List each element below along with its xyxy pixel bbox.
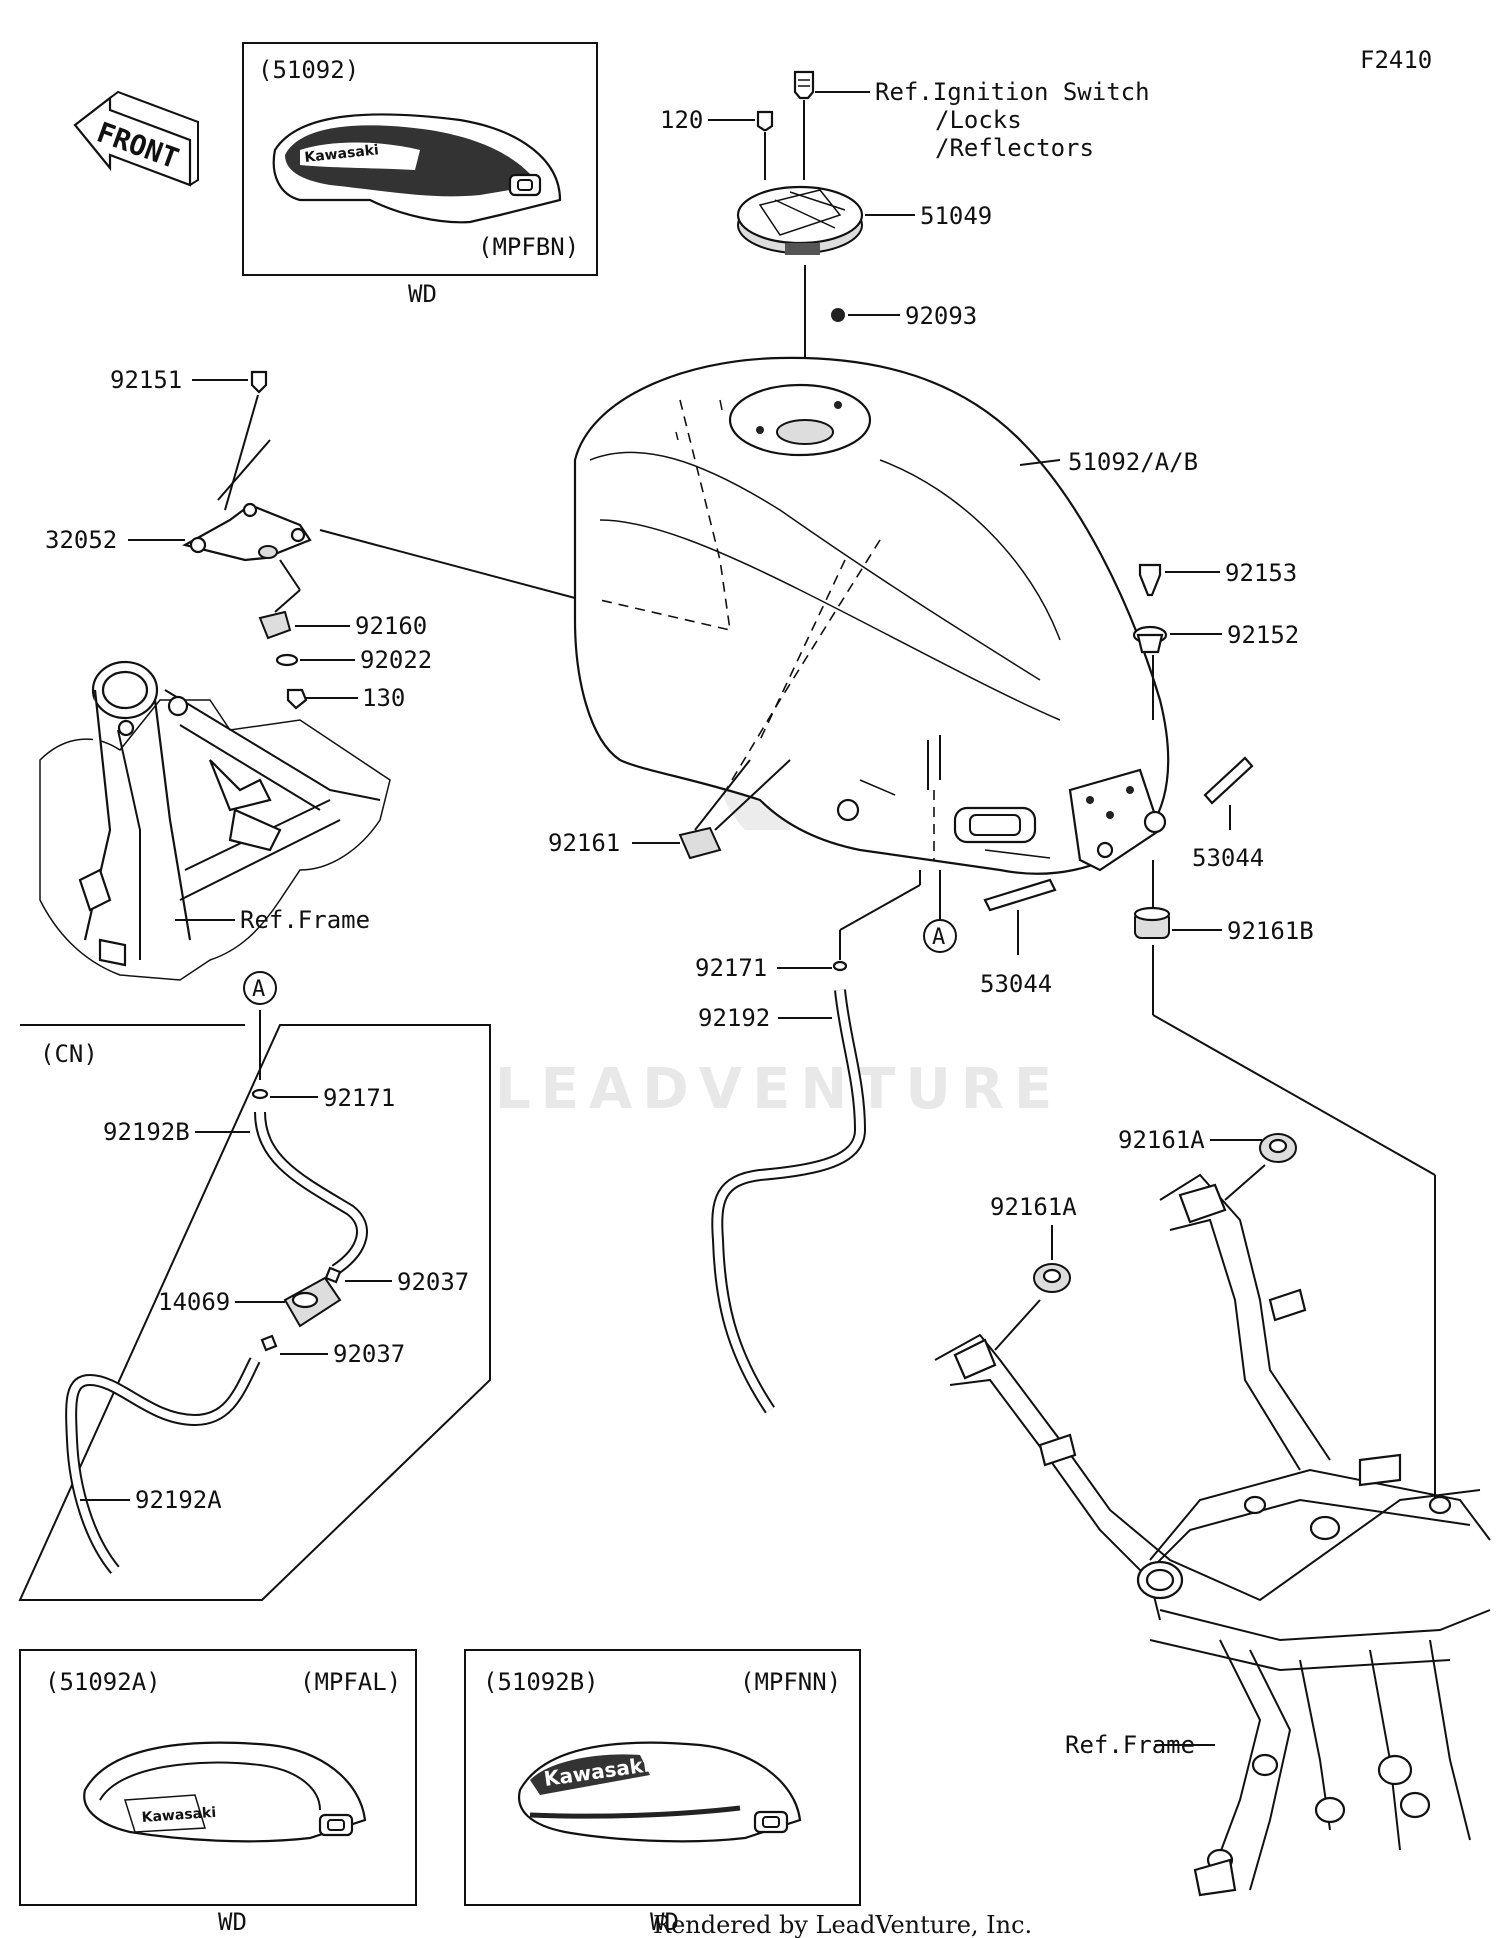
- inset-tank-51092b: (51092B) (MPFNN) WD Kawasaki: [464, 1649, 861, 1936]
- callout-51049: 51049: [920, 202, 992, 230]
- callout-53044-lower: 53044: [980, 970, 1052, 998]
- rod-53044-right: [1203, 756, 1254, 805]
- bracket-32052-group: 92151 32052 92160 92022 130: [45, 366, 576, 712]
- watermark-text: LEADVENTURE: [495, 1057, 1062, 1122]
- rod-53044-lower: [983, 878, 1057, 912]
- inset-cn-callout-92192b: 92192B: [103, 1118, 190, 1146]
- inset-51092b-code: (51092B): [483, 1668, 599, 1696]
- bolt-icon: [250, 370, 268, 394]
- callout-51092-a-b: 51092/A/B: [1068, 448, 1198, 476]
- inset-51092a-code: (51092A): [45, 1668, 161, 1696]
- callout-92171: 92171: [695, 954, 767, 982]
- callout-92151: 92151: [110, 366, 182, 394]
- callout-130: 130: [362, 684, 405, 712]
- inset-cn-callout-92192a: 92192A: [135, 1486, 222, 1514]
- inset-51092a-color: WD: [218, 1908, 247, 1936]
- callout-120: 120: [660, 106, 703, 134]
- callout-92161: 92161: [548, 829, 620, 857]
- inset-cn-breather: A (CN) 92171 92192B 92037 14069 92037 92…: [18, 971, 491, 1601]
- callout-92161a-upper: 92161A: [1118, 1126, 1205, 1154]
- inset-51092b-variant: (MPFNN): [740, 1668, 841, 1696]
- inset-tank-51092: (51092) (MPFBN) WD Kawasaki: [242, 42, 598, 308]
- inset-cn-callout-92037-lower: 92037: [333, 1340, 405, 1368]
- inset-tank-51092a: (51092A) (MPFAL) WD Kawasaki: [19, 1649, 417, 1936]
- callout-92160: 92160: [355, 612, 427, 640]
- inset-51092a-brand: Kawasaki: [141, 1805, 217, 1826]
- rear-mount-parts: 92153 92152 53044 53044 92161B 92161 A: [548, 559, 1436, 1500]
- inset-cn-callout-92037-upper: 92037: [397, 1268, 469, 1296]
- fuel-tank-51092: 51092/A/B: [573, 356, 1198, 875]
- inset-51092-color: WD: [408, 280, 437, 308]
- callout-32052: 32052: [45, 526, 117, 554]
- callout-ignition-3: /Reflectors: [935, 134, 1094, 162]
- callout-92093: 92093: [905, 302, 977, 330]
- inset-51092-code: (51092): [258, 56, 359, 84]
- front-arrow-icon: FRONT: [73, 90, 199, 187]
- callout-ignition-2: /Locks: [935, 106, 1022, 134]
- main-frame-right: 92161A 92161A: [934, 1126, 1491, 1897]
- inset-51092a-variant: (MPFAL): [300, 1668, 401, 1696]
- inset-cn-callout-14069: 14069: [158, 1288, 230, 1316]
- callout-92161a-lower: 92161A: [990, 1193, 1077, 1221]
- callout-92192: 92192: [698, 1004, 770, 1032]
- callout-92161b: 92161B: [1227, 917, 1314, 945]
- callout-ref-frame-left: Ref.Frame: [240, 906, 370, 934]
- callout-92022: 92022: [360, 646, 432, 674]
- inset-51092-brand: Kawasaki: [304, 142, 380, 166]
- callout-92152: 92152: [1227, 621, 1299, 649]
- frame-head-left: Ref.Frame: [39, 660, 391, 981]
- callout-53044-right: 53044: [1192, 844, 1264, 872]
- inset-cn-region: (CN): [40, 1040, 98, 1068]
- inset-51092-variant: (MPFBN): [478, 233, 579, 261]
- marker-a: A: [932, 925, 945, 950]
- inset-cn-marker-a: A: [252, 977, 265, 1002]
- callout-ignition-1: Ref.Ignition Switch: [875, 78, 1150, 106]
- bolt-92153-icon: [1138, 563, 1162, 597]
- callout-ref-frame-right: Ref.Frame: [1065, 1731, 1195, 1759]
- fuel-cap-assembly: Ref.Ignition Switch /Locks /Reflectors 1…: [660, 70, 1150, 410]
- footer-text: Rendered by LeadVenture, Inc.: [653, 1911, 1032, 1938]
- screw-icon: [793, 70, 815, 100]
- inset-cn-callout-92171: 92171: [323, 1084, 395, 1112]
- diagram-code: F2410: [1360, 46, 1432, 74]
- inset-51092b-color: WD: [650, 1908, 679, 1936]
- callout-92153: 92153: [1225, 559, 1297, 587]
